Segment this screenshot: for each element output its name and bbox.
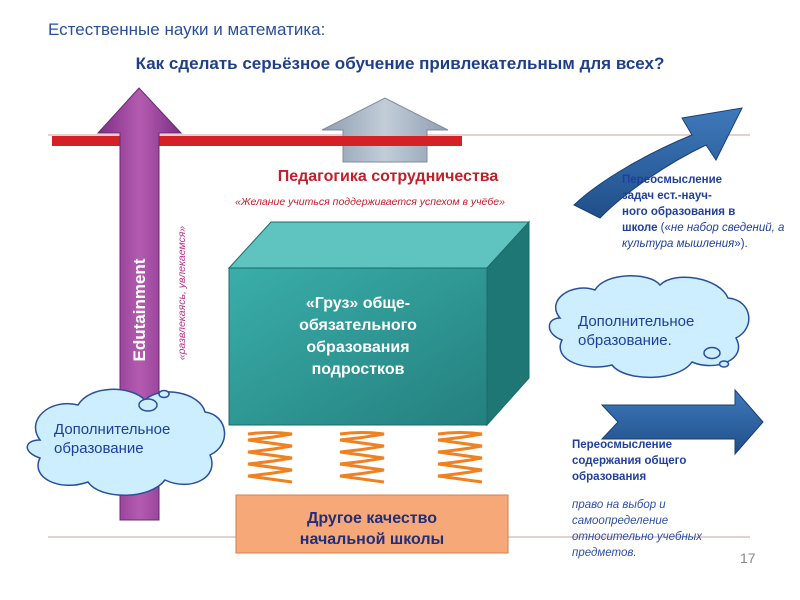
rethink-content-title: Переосмысление содержания общего образов… (572, 437, 772, 485)
left-cloud-text: Дополнительное образование (54, 420, 170, 458)
blue-curved-arrow (573, 107, 743, 219)
rethink-tasks-paren-close: »). (734, 238, 748, 250)
cloud-line: Дополнительное (578, 313, 695, 330)
box-top (227, 221, 531, 269)
right-cloud-text: Дополнительное образование. (578, 312, 694, 350)
edutainment-label: Edutainment (130, 258, 149, 362)
rethink-content-line: Переосмысление (572, 439, 673, 451)
springs (247, 431, 483, 484)
box-label: «Груз» обще- обязательного образования п… (232, 293, 484, 381)
box-line: образования (306, 339, 410, 356)
school-line: Другое качество (306, 510, 438, 527)
right-cloud (548, 275, 750, 379)
box-line: «Груз» обще- (305, 295, 411, 312)
page-number: 17 (740, 550, 756, 566)
edutainment-caption: «развлекаясь, увлекаемся» (176, 225, 188, 361)
rethink-sub-line: относительно учебных (572, 531, 702, 543)
rethink-sub-line: самоопределение (572, 515, 669, 527)
blue-right-arrow (600, 388, 764, 456)
rethink-tasks-text: Переосмысление задач ест.-науч- ного обр… (622, 172, 792, 252)
pedagogy-subtitle: «Желание учиться поддерживается успехом … (235, 196, 505, 208)
rethink-tasks-line: задач ест.-науч- (622, 190, 712, 202)
rethink-sub-line: предметов. (572, 547, 637, 559)
pedagogy-title: Педагогика сотрудничества (277, 168, 499, 185)
rethink-content-sub: право на выбор и самоопределение относит… (572, 497, 772, 561)
spring-right (437, 431, 483, 484)
main-question: Как сделать серьёзное обучение привлекат… (135, 54, 665, 73)
box-line: подростков (311, 361, 405, 378)
spring-middle (339, 431, 385, 484)
box-front (228, 267, 488, 426)
gray-up-arrow (321, 97, 449, 163)
left-cloud (26, 388, 226, 496)
rethink-tasks-italic: не набор сведений, а культура мышления (622, 222, 785, 250)
rethink-tasks-line: школе (622, 222, 658, 234)
cloud-line: Дополнительное (54, 421, 171, 438)
red-bar (52, 136, 462, 146)
rethink-content-line: содержания общего (572, 455, 687, 467)
rethink-tasks-paren-open: (« (657, 222, 671, 234)
cloud-line: образование (54, 440, 144, 457)
spring-left (247, 431, 293, 484)
school-block (235, 494, 509, 554)
rethink-tasks-line: ного образования в (622, 206, 736, 218)
school-line: начальной школы (299, 531, 445, 548)
cloud-line: образование. (578, 332, 672, 349)
rethink-content-line: образования (572, 471, 647, 483)
box-line: обязательного (299, 317, 417, 334)
rethink-sub-line: право на выбор и (572, 499, 666, 511)
subject-heading: Естественные науки и математика: (48, 20, 326, 39)
rethink-tasks-line: Переосмысление (622, 174, 723, 186)
school-label: Другое качество начальной школы (236, 508, 508, 550)
